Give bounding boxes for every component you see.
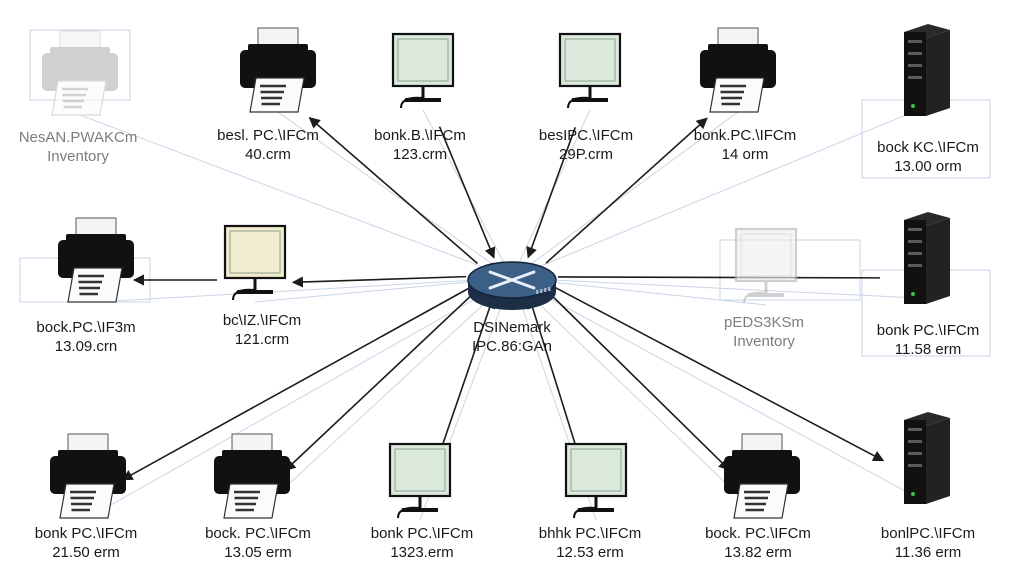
label-bottom-right-server: bonlPC.\IFCm 11.36 erm	[881, 524, 975, 562]
device-detail: 1323.erm	[390, 544, 454, 561]
link-hub-bottom-printer-1	[121, 286, 471, 481]
device-name: NesAN.PWAKCm	[18, 129, 138, 146]
monitor-icon[interactable]	[391, 32, 455, 109]
device-name: bonlPC.\IFCm	[880, 525, 976, 542]
device-name: bc\IZ.\IFCm	[222, 312, 302, 329]
device-detail: Inventory	[733, 333, 795, 350]
guide-line	[511, 109, 919, 279]
guide-line	[95, 277, 513, 303]
device-detail: IPC.86:GAn	[471, 338, 553, 355]
device-detail: Inventory	[47, 148, 109, 165]
device-detail: 11.36 erm	[894, 544, 962, 561]
device-detail: 13.05 erm	[224, 544, 292, 561]
label-mid-right-server: bonk PC.\IFCm 11.58 erm	[877, 321, 980, 359]
printer-icon[interactable]	[50, 433, 126, 519]
link-hub-mid-left-monitor	[291, 275, 467, 288]
printer-icon[interactable]	[58, 217, 134, 303]
server-icon[interactable]	[904, 212, 950, 304]
label-top-monitor-2: besIPC.\IFCm 29P.crm	[539, 126, 633, 164]
device-detail: 12.53 erm	[556, 544, 624, 561]
label-mid-left-printer: bock.PC.\IF3m 13.09.crn	[36, 318, 135, 356]
device-name: bonk PC.\IFCm	[370, 525, 474, 542]
monitor-icon[interactable]	[734, 227, 798, 304]
device-name: besIPC.\IFCm	[538, 127, 634, 144]
label-top-monitor-1: bonk.B.\IFCm 123.crm	[374, 126, 466, 164]
device-detail: 11.58 erm	[894, 341, 962, 358]
device-name: bock. PC.\IFCm	[705, 525, 811, 542]
device-detail: 40.crm	[245, 146, 291, 163]
label-bottom-printer-2: bock. PC.\IFCm 13.05 erm	[205, 524, 311, 562]
label-top-printer-2: bonk.PC.\IFCm 14 orm	[694, 126, 797, 164]
printer-icon[interactable]	[700, 27, 776, 113]
guide-line	[79, 114, 513, 279]
device-detail: 13.82 erm	[724, 544, 792, 561]
monitor-icon[interactable]	[564, 442, 628, 519]
device-name: bhhk PC.\IFCm	[538, 525, 642, 542]
device-name: bock. PC.\IFCm	[205, 525, 311, 542]
router-icon[interactable]	[467, 261, 557, 310]
monitor-icon[interactable]	[223, 224, 287, 301]
link-hub-top-monitor-2	[526, 127, 577, 259]
label-bottom-monitor-1: bonk PC.\IFCm 1323.erm	[371, 524, 474, 562]
printer-icon[interactable]	[214, 433, 290, 519]
link-hub-mid-right-server	[557, 276, 881, 279]
link-hub-bottom-right-server	[553, 286, 885, 462]
label-bottom-monitor-2: bhhk PC.\IFCm 12.53 erm	[539, 524, 642, 562]
device-detail: 13.09.crn	[54, 338, 118, 355]
device-icons	[42, 24, 950, 519]
server-icon[interactable]	[904, 24, 950, 116]
printer-icon[interactable]	[42, 30, 118, 116]
device-detail: 121.crm	[234, 331, 290, 348]
guide-line	[511, 111, 739, 279]
device-name: bonk.B.\IFCm	[374, 127, 466, 144]
device-name: bonk PC.\IFCm	[876, 322, 980, 339]
device-name: bonk PC.\IFCm	[34, 525, 138, 542]
device-name: pEDS3KSm	[723, 314, 805, 331]
server-icon[interactable]	[904, 412, 950, 504]
link-hub-bottom-monitor-2	[527, 297, 583, 461]
device-detail: 29P.crm	[559, 146, 613, 163]
device-detail: 14 orm	[721, 146, 769, 163]
guide-line	[511, 277, 919, 299]
label-top-right-server: bock KC.\IFCm 13.00 orm	[877, 138, 979, 176]
label-bottom-printer-1: bonk PC.\IFCm 21.50 erm	[35, 524, 138, 562]
device-name: besl. PC.\IFCm	[217, 127, 319, 144]
link-hub-top-monitor-1	[438, 126, 496, 259]
link-hub-bottom-printer-3	[547, 291, 731, 471]
printer-icon[interactable]	[240, 27, 316, 113]
device-detail: 21.50 erm	[52, 544, 120, 561]
label-top-printer-1: besl. PC.\IFCm 40.crm	[217, 126, 319, 164]
monitor-icon[interactable]	[388, 442, 452, 519]
link-hub-bottom-monitor-1	[435, 296, 495, 461]
device-detail: 13.00 orm	[894, 158, 962, 175]
printer-icon[interactable]	[724, 433, 800, 519]
device-detail: 123.crm	[392, 146, 448, 163]
guide-line	[277, 111, 513, 279]
device-name: DSINemark	[473, 319, 551, 336]
device-name: bonk.PC.\IFCm	[693, 127, 797, 144]
label-mid-left-monitor: bc\IZ.\IFCm 121.crm	[223, 311, 301, 349]
device-name: bock KC.\IFCm	[877, 139, 979, 156]
connection-links	[121, 117, 885, 481]
monitor-icon[interactable]	[558, 32, 622, 109]
label-bottom-printer-3: bock. PC.\IFCm 13.82 erm	[705, 524, 811, 562]
link-hub-top-printer-2	[545, 117, 708, 264]
link-hub-top-printer-1	[308, 117, 478, 265]
device-name: bock.PC.\IF3m	[36, 319, 136, 336]
